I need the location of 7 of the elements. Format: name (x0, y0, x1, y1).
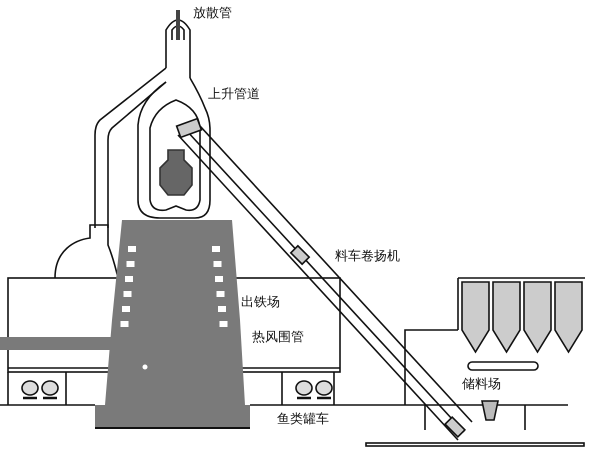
label-text: 料车卷扬机 (335, 250, 400, 264)
label-text: 储料场 (462, 378, 501, 392)
label-text: 热风围管 (252, 331, 304, 346)
label-text: 放散管 (193, 7, 232, 22)
label-text: 出铁场 (241, 296, 280, 310)
label-text: 鱼类罐车 (277, 413, 329, 428)
label-text: 上升管道 (208, 88, 260, 102)
